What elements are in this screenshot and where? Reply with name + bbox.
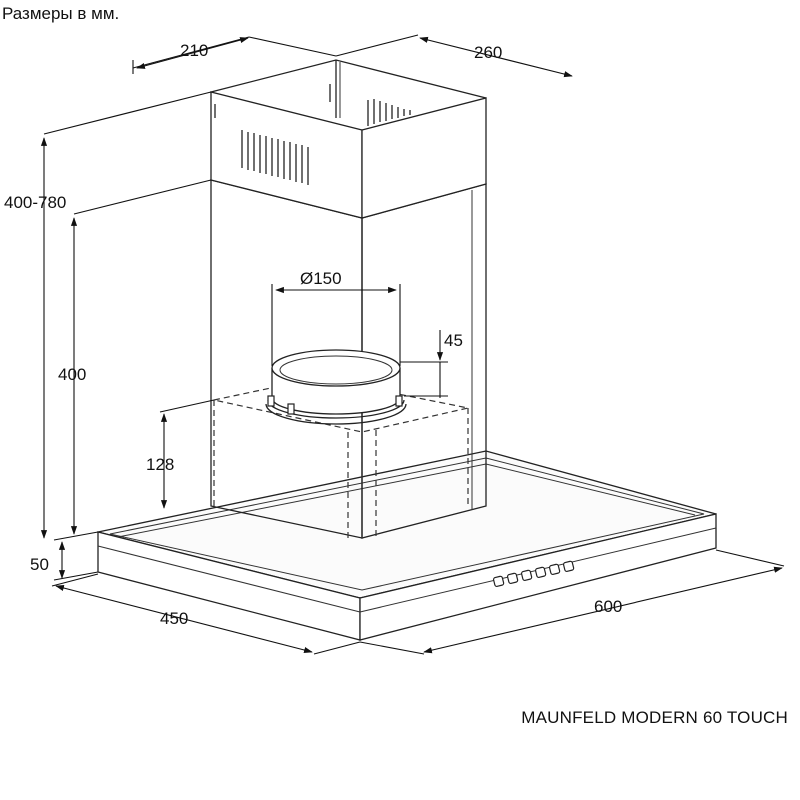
dim-label-45: 45: [444, 331, 463, 350]
dim-motor-block-height: 128: [146, 399, 215, 509]
vent-grille-left: [241, 130, 309, 185]
dim-label-400: 400: [58, 365, 86, 384]
chimney-upper: [210, 59, 487, 219]
dim-label-260: 260: [474, 43, 502, 62]
dim-chimney-width: 260: [335, 34, 573, 78]
dim-label-150: Ø150: [300, 269, 342, 288]
units-note: Размеры в мм.: [2, 4, 120, 23]
dim-label-128: 128: [146, 455, 174, 474]
vent-grille-right: [367, 99, 411, 126]
dim-label-450: 450: [160, 609, 188, 628]
dim-label-600: 600: [594, 597, 622, 616]
dim-label-50: 50: [30, 555, 49, 574]
canopy: [97, 450, 717, 641]
control-button[interactable]: [562, 560, 575, 572]
dim-outlet-height: 45: [400, 330, 463, 398]
dim-body-height: 400: [58, 179, 212, 535]
control-button[interactable]: [520, 569, 533, 581]
model-name: MAUNFELD MODERN 60 TOUCH: [521, 708, 788, 727]
control-button[interactable]: [492, 575, 505, 587]
control-button[interactable]: [534, 566, 547, 578]
control-button[interactable]: [506, 572, 519, 584]
dim-canopy-depth: 450: [51, 573, 361, 655]
dim-outlet-diameter: Ø150: [271, 269, 401, 366]
control-button[interactable]: [548, 563, 561, 575]
dim-label-210: 210: [180, 41, 208, 60]
dim-canopy-width: 600: [359, 549, 785, 655]
dim-chimney-depth: 210: [132, 36, 337, 74]
dim-canopy-thickness: 50: [30, 531, 99, 581]
exhaust-outlet: [265, 349, 407, 425]
dim-chimney-height-range: 400-780: [4, 91, 212, 539]
dim-label-400-780: 400-780: [4, 193, 66, 212]
